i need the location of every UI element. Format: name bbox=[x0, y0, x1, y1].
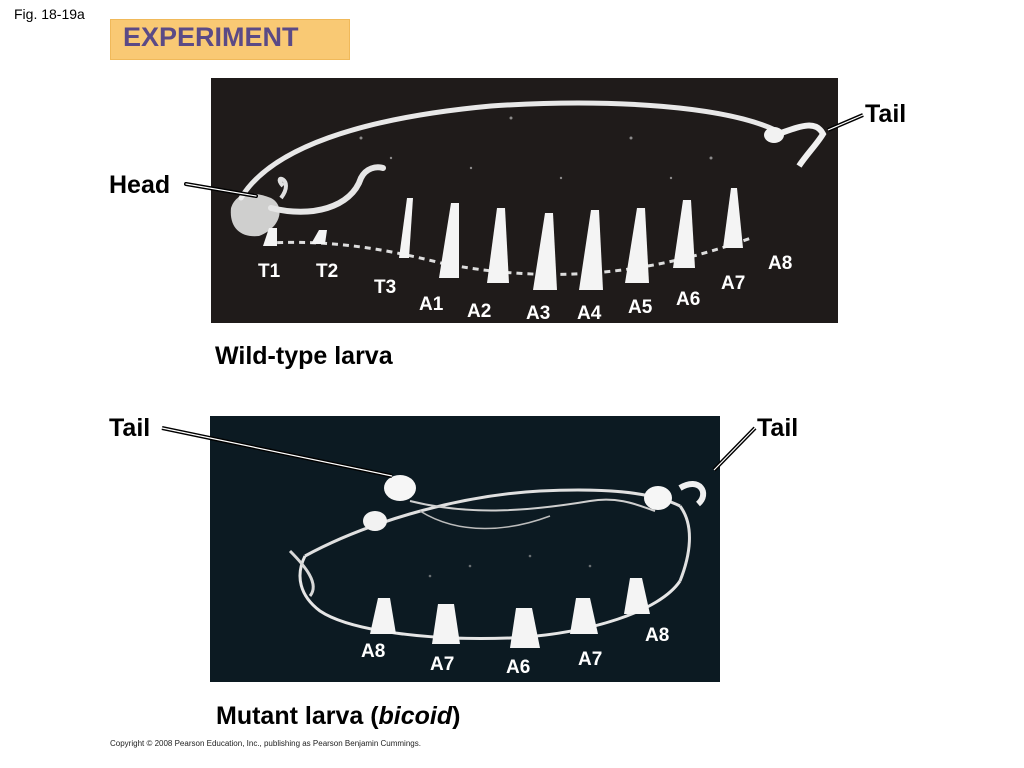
mutant-segment-label-a8-left: A8 bbox=[361, 641, 386, 662]
mutant-tail-callout-left: Tail bbox=[109, 414, 151, 442]
wt-segment-label-a8: A8 bbox=[768, 253, 793, 274]
wt-segment-label-a6: A6 bbox=[676, 289, 701, 310]
copyright-notice: Copyright © 2008 Pearson Education, Inc.… bbox=[110, 739, 421, 748]
wild-type-caption: Wild-type larva bbox=[215, 342, 393, 370]
mutant-segment-label-a7-right: A7 bbox=[578, 649, 603, 670]
wt-tail-callout: Tail bbox=[865, 100, 907, 128]
wt-segment-label-a4: A4 bbox=[577, 303, 602, 324]
figure-label: Fig. 18-19a bbox=[14, 6, 85, 22]
mutant-larva-image bbox=[210, 416, 720, 682]
wt-segment-label-a2: A2 bbox=[467, 301, 492, 322]
mutant-tail-leader-line-right bbox=[712, 426, 757, 472]
banner-title: EXPERIMENT bbox=[123, 22, 299, 52]
mutant-larva-drawing bbox=[288, 475, 707, 648]
mutant-segment-label-a6: A6 bbox=[506, 657, 531, 678]
mutant-segment-label-a7-left: A7 bbox=[430, 654, 455, 675]
wild-type-larva-image bbox=[211, 78, 838, 323]
wt-segment-label-a1: A1 bbox=[419, 294, 444, 315]
wt-head-callout: Head bbox=[109, 171, 171, 199]
mutant-caption-prefix: Mutant larva ( bbox=[216, 702, 379, 730]
wild-type-larva-drawing bbox=[230, 100, 827, 290]
mutant-caption-suffix: ) bbox=[452, 702, 461, 730]
experiment-banner: EXPERIMENT bbox=[110, 19, 350, 60]
wt-segment-label-t3: T3 bbox=[374, 277, 397, 298]
wt-segment-label-t1: T1 bbox=[258, 261, 281, 282]
mutant-caption: Mutant larva (bicoid) bbox=[216, 702, 460, 731]
wt-segment-label-t2: T2 bbox=[316, 261, 339, 282]
wt-segment-label-a3: A3 bbox=[526, 303, 551, 324]
mutant-segment-label-a8-right: A8 bbox=[645, 625, 670, 646]
mutant-caption-gene: bicoid bbox=[378, 702, 453, 730]
wt-segment-label-a7: A7 bbox=[721, 273, 746, 294]
wt-segment-label-a5: A5 bbox=[628, 297, 653, 318]
mutant-tail-callout-right: Tail bbox=[757, 414, 799, 442]
